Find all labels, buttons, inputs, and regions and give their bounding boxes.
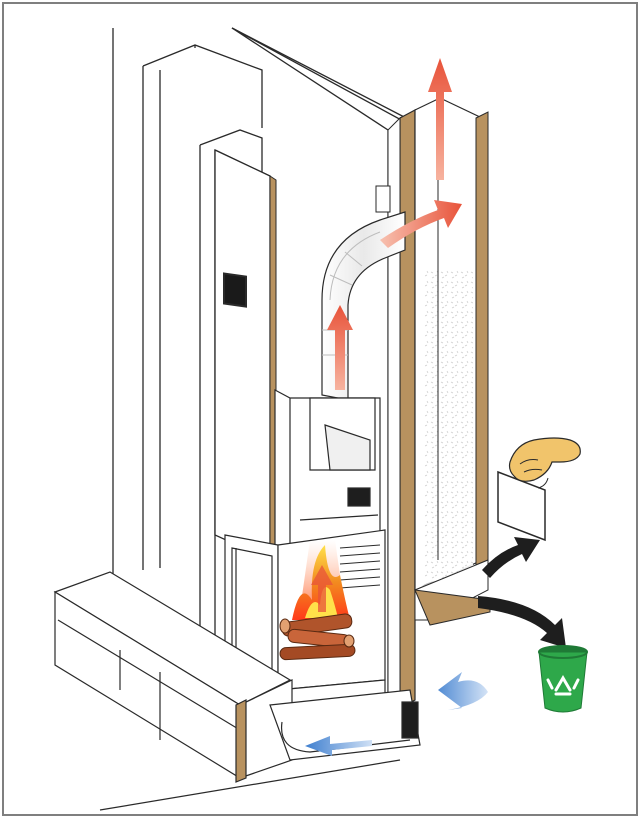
hot-air-arrow-icon — [380, 200, 462, 248]
cold-air-flow — [305, 672, 488, 756]
filter-replacement — [497, 437, 581, 542]
hot-air-flow — [311, 58, 462, 612]
hot-air-arrow-icon — [327, 305, 353, 390]
flue-chamber — [414, 97, 491, 626]
insert-column — [214, 148, 277, 564]
hot-air-arrow-icon — [428, 58, 452, 180]
firebox-back-grate — [339, 544, 381, 589]
dust-accumulation — [425, 270, 473, 580]
logs — [279, 613, 356, 661]
hand-icon — [508, 437, 581, 489]
filter-card-icon — [497, 470, 546, 542]
floor-channel — [99, 689, 421, 811]
cold-air-arrow-icon — [305, 736, 372, 756]
recycle-symbol-icon — [546, 675, 580, 696]
disposal-arrow-icon — [478, 596, 566, 648]
filter-arrow-icon — [482, 537, 540, 578]
air-vent-grille — [223, 272, 247, 308]
cold-air-arrow-icon — [438, 672, 488, 710]
recycle-bin-icon — [538, 645, 588, 713]
maintenance-arrows — [478, 537, 566, 648]
hot-air-arrow-icon — [311, 565, 333, 612]
